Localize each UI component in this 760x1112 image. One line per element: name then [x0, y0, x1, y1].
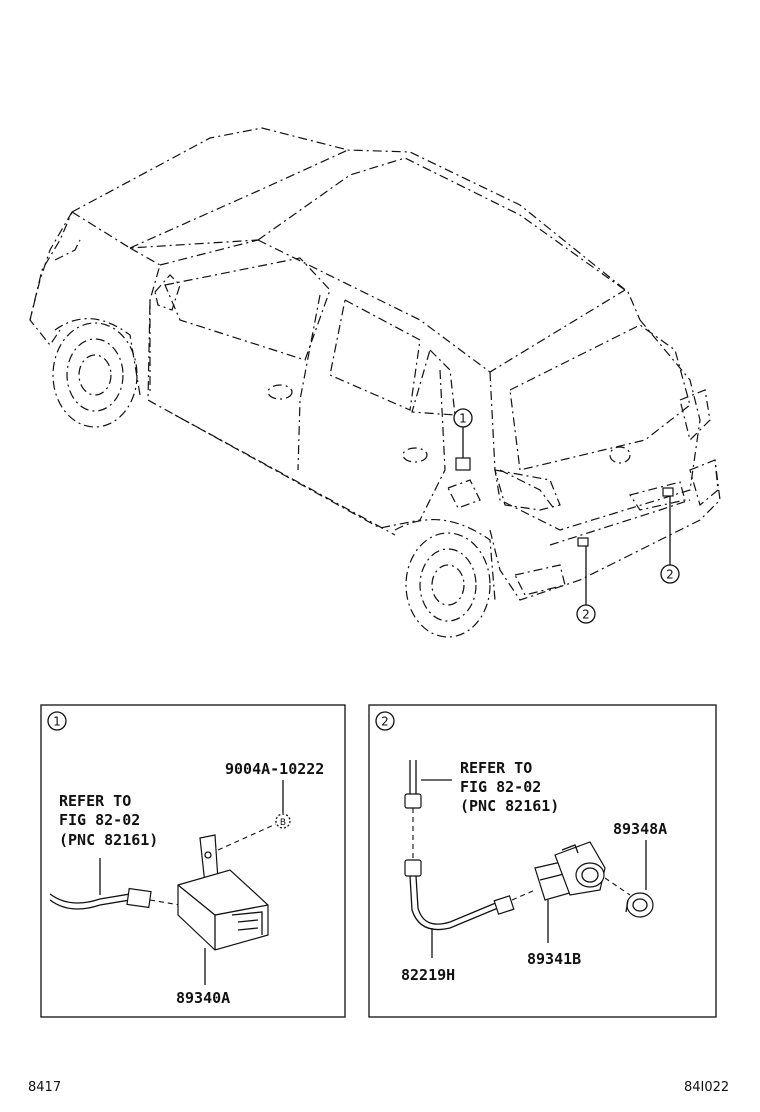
wire-part-number: 82219H: [401, 966, 455, 984]
refer2-line-1: REFER TO: [460, 759, 532, 777]
control-module-illustration: [177, 834, 269, 951]
refer2-line-2: FIG 82-02: [460, 778, 541, 796]
panel1-index: 1: [53, 715, 61, 729]
footer-right-code: 84I022: [684, 1080, 729, 1095]
vehicle-callout-2-left: 2: [576, 604, 596, 624]
detail-panel-1: 1 9004A-10222 B REFER TO FIG 82-02 (PNC …: [40, 704, 346, 1018]
vehicle-illustration: [29, 127, 721, 638]
callout-2a-label: 2: [582, 608, 590, 622]
bolt-ref-mark: B: [280, 818, 286, 828]
parking-sensor-illustration: [534, 841, 606, 901]
upper-connector: [404, 793, 422, 809]
callout-2b-label: 2: [666, 568, 674, 582]
refer-line-2: FIG 82-02: [59, 811, 140, 829]
refer-line-1: REFER TO: [59, 792, 131, 810]
refer-line-3: (PNC 82161): [59, 831, 158, 849]
sensor-retainer-illustration: [625, 892, 654, 918]
module-part-number: 89340A: [176, 989, 230, 1007]
panel2-index: 2: [381, 715, 389, 729]
refer2-line-3: (PNC 82161): [460, 797, 559, 815]
sensor-location-left: [577, 537, 589, 547]
detail-panel-2: 2 REFER TO FIG 82-02 (PNC 82161): [368, 704, 717, 1018]
callout-1-label: 1: [459, 412, 467, 426]
sensor-location-right: [662, 487, 674, 497]
lower-connector: [404, 859, 422, 877]
sensor-plug: [493, 895, 515, 915]
retainer-part-number: 89348A: [613, 820, 667, 838]
harness-connector: [126, 887, 152, 909]
module-location: [455, 457, 471, 471]
sensor-part-number: 89341B: [527, 950, 581, 968]
bolt-part-number: 9004A-10222: [225, 760, 324, 778]
vehicle-callout-1: 1: [453, 408, 473, 428]
vehicle-callout-2-right: 2: [660, 564, 680, 584]
footer-left-code: 8417: [28, 1080, 61, 1095]
